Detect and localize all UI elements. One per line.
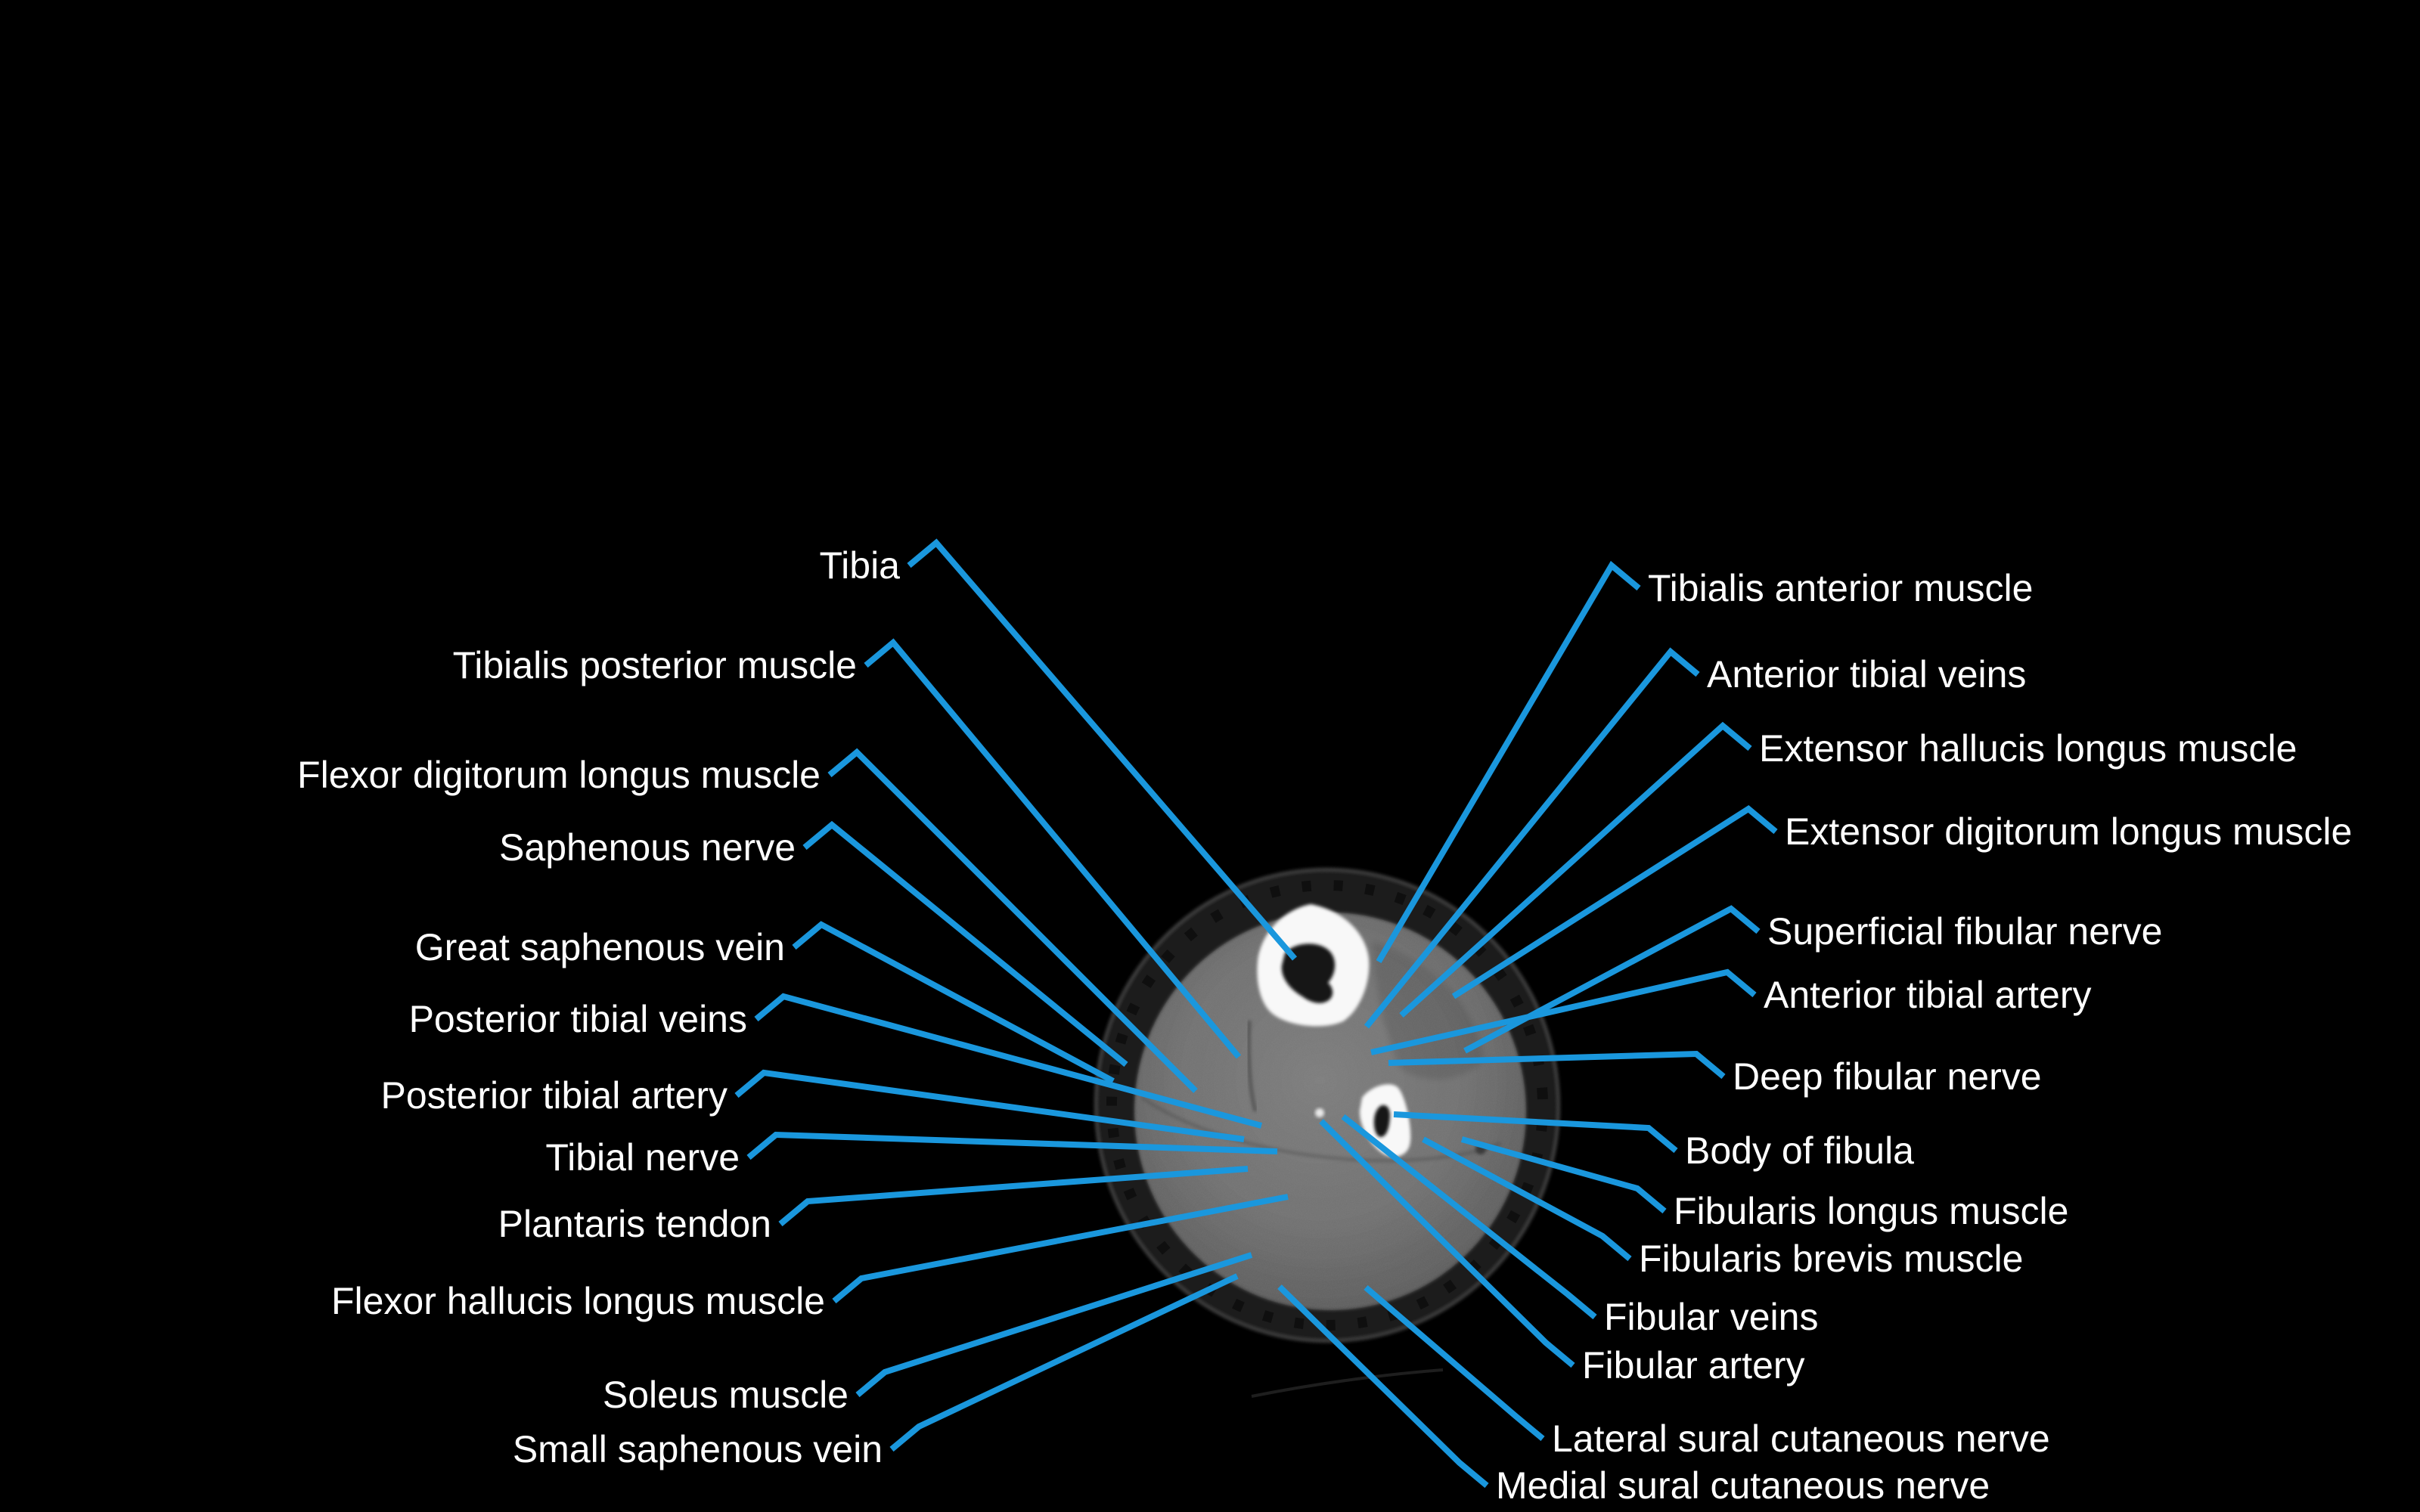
- leader-line-tibial-nerve: [746, 1131, 1278, 1160]
- skin-notches: [1106, 880, 1549, 1331]
- label-body-of-fibula: Body of fibula: [1685, 1129, 1914, 1172]
- fibula-medullary-cavity: [1373, 1105, 1391, 1138]
- label-extensor-hallucis-longus-muscle: Extensor hallucis longus muscle: [1759, 727, 2297, 770]
- ct-scan: [1094, 868, 1561, 1398]
- label-small-saphenous-vein: Small saphenous vein: [513, 1428, 883, 1470]
- label-fibularis-longus-muscle: Fibularis longus muscle: [1674, 1190, 2068, 1232]
- leader-line-fibularis-longus-muscle: [1460, 1136, 1667, 1214]
- leader-line-flexor-hallucis-longus-muscle: [832, 1194, 1289, 1304]
- label-deep-fibular-nerve: Deep fibular nerve: [1733, 1055, 2042, 1098]
- table-artifact-line: [1251, 1368, 1444, 1398]
- label-anterior-tibial-veins: Anterior tibial veins: [1707, 653, 2026, 696]
- label-column-left: Tibia Tibialis posterior muscle Flexor d…: [297, 544, 900, 1470]
- label-fibularis-brevis-muscle: Fibularis brevis muscle: [1639, 1238, 2023, 1280]
- label-tibia: Tibia: [819, 544, 900, 587]
- vessel-dot: [1315, 1108, 1324, 1117]
- label-fibular-artery: Fibular artery: [1582, 1344, 1805, 1387]
- fascia-line-posterior: [1140, 1096, 1502, 1163]
- label-great-saphenous-vein: Great saphenous vein: [415, 926, 785, 968]
- label-fibular-veins: Fibular veins: [1604, 1296, 1818, 1338]
- leader-line-tibia: [907, 538, 1298, 961]
- leader-line-lateral-sural-cutaneous-nerve: [1364, 1284, 1545, 1442]
- tibia-medullary-cavity: [1281, 943, 1336, 1003]
- leader-line-fibular-veins: [1341, 1114, 1597, 1320]
- label-anterior-tibial-artery: Anterior tibial artery: [1764, 974, 2092, 1016]
- label-tibial-nerve: Tibial nerve: [545, 1136, 740, 1179]
- label-plantaris-tendon: Plantaris tendon: [498, 1203, 771, 1245]
- fascia-line-medial: [1246, 1020, 1258, 1112]
- leader-line-fibular-artery: [1319, 1119, 1575, 1368]
- label-saphenous-nerve: Saphenous nerve: [499, 826, 796, 869]
- label-tibialis-posterior-muscle: Tibialis posterior muscle: [453, 644, 857, 686]
- label-flexor-hallucis-longus-muscle: Flexor hallucis longus muscle: [331, 1280, 825, 1322]
- label-medial-sural-cutaneous-nerve: Medial sural cutaneous nerve: [1496, 1464, 1990, 1507]
- label-posterior-tibial-veins: Posterior tibial veins: [409, 998, 747, 1040]
- leader-line-plantaris-tendon: [778, 1166, 1249, 1227]
- leader-line-superficial-fibular-nerve: [1463, 905, 1761, 1054]
- leader-line-tibialis-anterior-muscle: [1376, 560, 1641, 964]
- leader-line-saphenous-nerve: [802, 820, 1128, 1067]
- leader-line-tibialis-posterior-muscle: [864, 638, 1242, 1059]
- leader-lines: [734, 538, 1778, 1489]
- label-superficial-fibular-nerve: Superficial fibular nerve: [1767, 910, 2163, 953]
- leader-line-extensor-digitorum-longus-muscle: [1451, 805, 1778, 999]
- leader-line-posterior-tibial-veins: [754, 993, 1263, 1129]
- label-posterior-tibial-artery: Posterior tibial artery: [381, 1074, 728, 1117]
- label-tibialis-anterior-muscle: Tibialis anterior muscle: [1648, 567, 2033, 609]
- leader-line-flexor-digitorum-longus-muscle: [827, 748, 1198, 1093]
- leader-line-anterior-tibial-artery: [1370, 968, 1757, 1055]
- leader-line-soleus-muscle: [855, 1252, 1253, 1398]
- leader-line-medial-sural-cutaneous-nerve: [1277, 1284, 1489, 1489]
- label-soleus-muscle: Soleus muscle: [603, 1374, 849, 1416]
- leader-line-fibularis-brevis-muscle: [1422, 1136, 1632, 1262]
- label-lateral-sural-cutaneous-nerve: Lateral sural cutaneous nerve: [1552, 1418, 2050, 1460]
- label-flexor-digitorum-longus-muscle: Flexor digitorum longus muscle: [297, 754, 821, 796]
- leader-line-extensor-hallucis-longus-muscle: [1399, 721, 1752, 1018]
- leader-line-posterior-tibial-artery: [734, 1069, 1245, 1142]
- leader-line-body-of-fibula: [1393, 1111, 1678, 1154]
- leader-line-anterior-tibial-veins: [1364, 647, 1700, 1029]
- leader-line-great-saphenous-vein: [792, 921, 1115, 1084]
- leader-line-deep-fibular-nerve: [1388, 1050, 1726, 1080]
- label-extensor-digitorum-longus-muscle: Extensor digitorum longus muscle: [1785, 810, 2352, 853]
- leader-line-small-saphenous-vein: [889, 1273, 1239, 1452]
- label-column-right: Tibialis anterior muscle Anterior tibial…: [1496, 567, 2352, 1507]
